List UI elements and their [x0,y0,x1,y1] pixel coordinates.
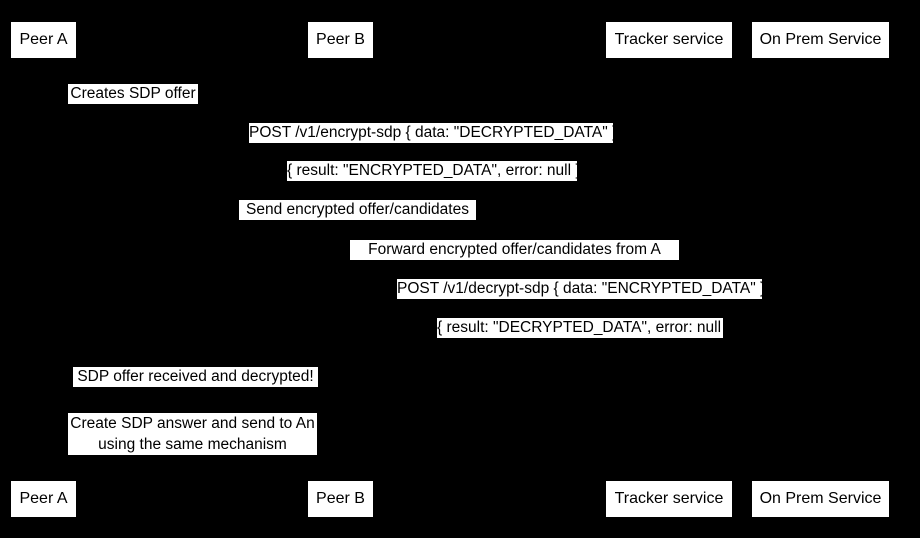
message-forward-encrypted-offer: Forward encrypted offer/candidates from … [350,240,679,260]
actor-peer-b-bottom: Peer B [308,481,373,517]
message-sdp-offer-received: SDP offer received and decrypted! [73,367,318,387]
actor-on-prem-service-top: On Prem Service [752,22,889,58]
actor-peer-b-top: Peer B [308,22,373,58]
actor-on-prem-service-bottom: On Prem Service [752,481,889,517]
message-create-sdp-answer: Create SDP answer and send to An using t… [68,413,317,455]
actor-tracker-service-top: Tracker service [606,22,732,58]
message-decrypt-result: { result: "DECRYPTED_DATA", error: null … [437,318,731,338]
actor-peer-a-bottom: Peer A [11,481,76,517]
message-send-encrypted-offer: Send encrypted offer/candidates [239,200,476,220]
message-encrypt-result: { result: "ENCRYPTED_DATA", error: null … [287,161,581,181]
message-post-decrypt-sdp: POST /v1/decrypt-sdp { data: "ENCRYPTED_… [397,279,766,299]
actor-peer-a-top: Peer A [11,22,76,58]
message-post-encrypt-sdp: POST /v1/encrypt-sdp { data: "DECRYPTED_… [249,123,618,143]
actor-tracker-service-bottom: Tracker service [606,481,732,517]
message-creates-sdp-offer: Creates SDP offer [68,84,198,104]
